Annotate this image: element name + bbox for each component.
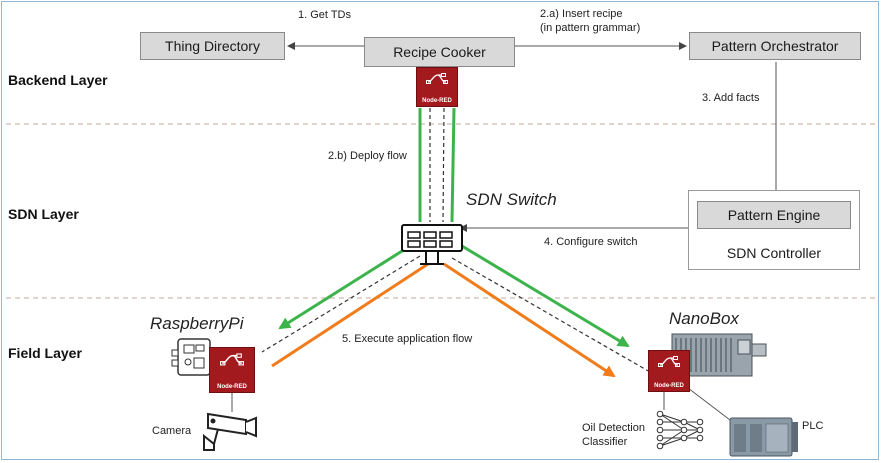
nanobox-label: NanoBox <box>669 309 739 328</box>
pattern-orchestrator-box: Pattern Orchestrator <box>689 32 861 60</box>
raspberry-pi-icon <box>171 338 211 376</box>
green-flow-right <box>450 107 456 223</box>
node-red-nanobox: Node-RED <box>648 350 690 392</box>
camera-label: Camera <box>152 425 192 437</box>
step-insert-recipe-line1: 2.a) Insert recipe <box>540 8 623 20</box>
step-execute-flow: 5. Execute application flow <box>342 333 473 345</box>
step-insert-recipe-line2: (in pattern grammar) <box>540 22 641 34</box>
node-red-recipe-cooker: Node-RED <box>416 67 458 107</box>
raspberry-pi-label: RaspberryPi <box>150 314 244 333</box>
sdn-controller-box: Pattern Engine SDN Controller <box>688 190 860 270</box>
node-red-raspberry-pi: Node-RED <box>209 347 255 393</box>
node-red-label: Node-RED <box>217 384 247 390</box>
recipe-cooker-box: Recipe Cooker <box>364 37 515 67</box>
step-add-facts: 3. Add facts <box>702 92 760 104</box>
dashed-flow-to-nanobox <box>451 257 651 373</box>
sdn-controller-label: SDN Controller <box>726 245 822 261</box>
dashed-flow-right <box>442 107 445 223</box>
step-get-tds: 1. Get TDs <box>298 9 351 21</box>
step-configure-switch: 4. Configure switch <box>544 236 638 248</box>
node-red-label: Node-RED <box>654 383 684 389</box>
node-red-icon <box>426 73 448 84</box>
switch-icon <box>401 224 463 265</box>
classifier-label-line1: Oil Detection <box>582 422 645 434</box>
node-red-icon <box>220 353 244 366</box>
node-red-label: Node-RED <box>422 98 452 104</box>
step-deploy-flow: 2.b) Deploy flow <box>328 150 407 162</box>
field-layer-label: Field Layer <box>8 345 82 361</box>
orange-flow-from-rpi <box>271 262 429 368</box>
backend-layer-label: Backend Layer <box>8 72 108 88</box>
node-red-icon <box>658 356 680 367</box>
sdn-switch-label: SDN Switch <box>466 190 557 209</box>
classifier-label-line2: Classifier <box>582 436 628 448</box>
dashed-flow-to-rpi <box>261 255 421 353</box>
plc-label: PLC <box>802 420 824 432</box>
sdn-layer-label: SDN Layer <box>8 206 79 222</box>
camera-icon <box>203 412 257 451</box>
orange-flow-to-nanobox <box>443 262 616 378</box>
pattern-engine-box: Pattern Engine <box>697 201 851 229</box>
green-flow-to-nanobox <box>461 244 630 348</box>
plc-icon <box>729 417 798 457</box>
green-flow-to-rpi <box>278 244 411 330</box>
nanobox-plc-link <box>687 387 731 421</box>
neural-network-icon <box>656 410 704 450</box>
thing-directory-box: Thing Directory <box>140 32 285 60</box>
